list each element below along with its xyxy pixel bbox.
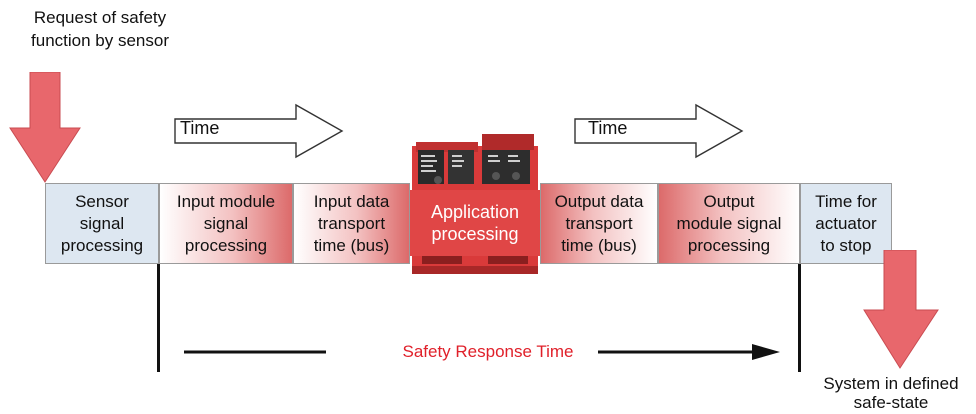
step-output-module-signal-processing: Output module signal processing — [658, 183, 800, 264]
safe-state-label-line-2: safe-state — [853, 393, 929, 412]
step-4-line-1: Application — [430, 202, 520, 222]
step-6-line-3: processing — [687, 235, 771, 255]
time-arrow-left-icon — [174, 103, 344, 159]
step-2-line-1: Input module — [176, 191, 276, 211]
safety-response-time-arrow-icon — [184, 344, 780, 360]
step-1-line-2: signal — [79, 213, 125, 233]
step-1-line-1: Sensor — [75, 191, 129, 211]
step-7-line-2: actuator — [815, 213, 877, 233]
step-4-line-2: processing — [431, 224, 519, 244]
step-time-for-actuator-to-stop: Time for actuator to stop — [800, 183, 892, 264]
step-5-line-2: transport — [565, 213, 633, 233]
request-label: Request of safety function by sensor — [0, 6, 200, 52]
step-input-data-transport-time: Input data transport time (bus) — [293, 183, 410, 264]
request-label-line-1: Request of safety — [33, 8, 167, 27]
safe-state-label-line-1: System in defined — [823, 374, 959, 393]
time-label-right: Time — [588, 118, 628, 138]
request-label-line-2: function by sensor — [31, 31, 169, 50]
step-6-line-1: Output — [703, 191, 755, 211]
step-5-line-3: time (bus) — [561, 235, 637, 255]
safe-state-down-arrow-icon — [863, 250, 939, 369]
response-start-line — [157, 264, 160, 372]
step-2-line-2: signal — [203, 213, 249, 233]
step-3-line-1: Input data — [313, 191, 390, 211]
safety-response-time-label: Safety Response Time — [402, 342, 574, 361]
step-input-module-signal-processing: Input module signal processing — [159, 183, 293, 264]
safe-state-label: System in defined safe-state — [806, 374, 976, 412]
response-end-line — [798, 264, 801, 372]
step-sensor-signal-processing: Sensor signal processing — [45, 183, 159, 264]
time-arrow-right-icon — [574, 103, 744, 159]
step-output-data-transport-time: Output data transport time (bus) — [540, 183, 658, 264]
step-2-line-3: processing — [184, 235, 268, 255]
step-application-processing: Application processing — [410, 190, 540, 256]
step-7-line-1: Time for — [815, 191, 877, 211]
step-7-line-3: to stop — [820, 235, 872, 255]
step-1-line-3: processing — [60, 235, 144, 255]
step-6-line-2: module signal — [676, 213, 782, 233]
sensor-request-down-arrow-icon — [9, 72, 81, 183]
step-5-line-1: Output data — [554, 191, 644, 211]
step-3-line-3: time (bus) — [313, 235, 390, 255]
step-3-line-2: transport — [317, 213, 386, 233]
time-label-left: Time — [180, 118, 220, 138]
